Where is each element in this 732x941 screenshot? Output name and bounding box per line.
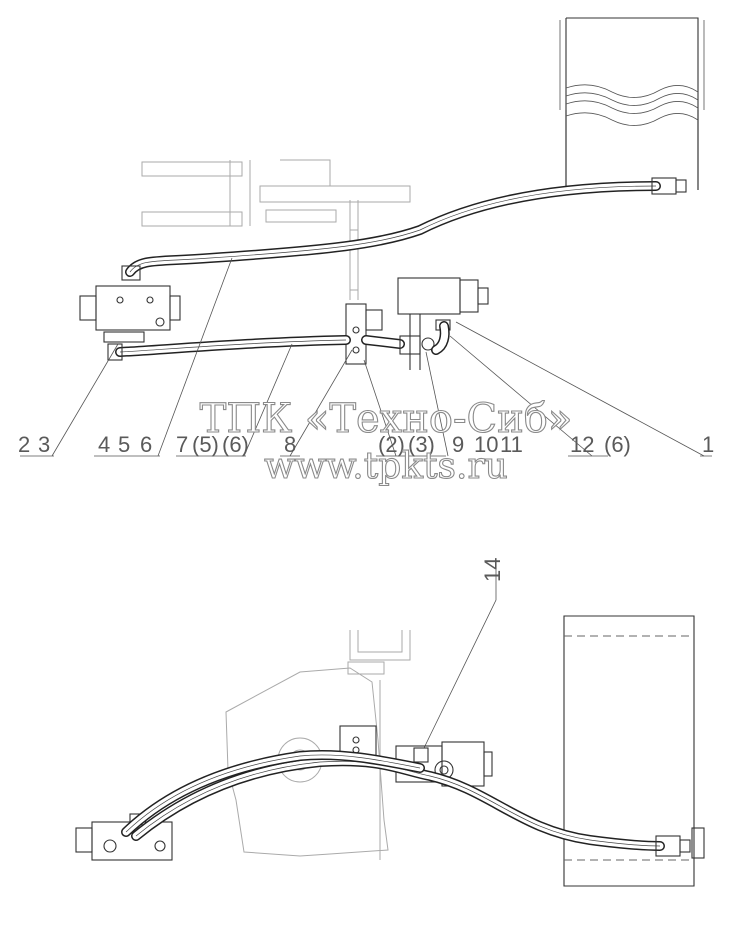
callout-10: 10 [474,432,498,457]
top-valve-block [79,285,181,343]
bottom-ghost-body [225,630,411,860]
callout-7: 7 [176,432,188,457]
callout-8: 8 [284,432,296,457]
top-bracket [345,303,383,365]
callout-9: 9 [452,432,464,457]
callout-14: 14 [480,558,505,582]
callout-6-paren-b: (6) [604,432,631,457]
callout-5-paren: (5) [192,432,219,457]
top-ghost-frame [141,159,411,300]
top-lower-hose [107,321,450,361]
callout-2: 2 [18,432,30,457]
bottom-frame-block [563,615,705,887]
top-view: 2 3 4 5 6 7 (5) (6) 8 (2) (3) 9 10 11 12… [18,17,714,457]
watermark-url: www.tpkts.ru [264,446,508,487]
callout-2-paren: (2) [378,432,405,457]
callout-6-paren: (6) [222,432,249,457]
bottom-callout-14: 14 [423,558,505,749]
callout-5: 5 [118,432,130,457]
watermark: ТПК «Техно-Сиб» www.tpkts.ru [199,395,573,487]
bottom-view: 14 [75,558,705,887]
top-upper-hose [121,177,687,281]
watermark-company: ТПК «Техно-Сиб» [200,396,573,442]
callout-12: 12 [570,432,594,457]
top-leader-lines [20,257,712,457]
top-frame-block [559,17,705,190]
callout-3: 3 [38,432,50,457]
callout-11: 11 [500,432,523,457]
bottom-second-hose [121,749,425,837]
callout-4: 4 [98,432,110,457]
bottom-long-hose [131,756,691,857]
callout-1: 1 [702,432,714,457]
callout-3-paren: (3) [408,432,435,457]
callout-6: 6 [140,432,152,457]
top-callouts: 2 3 4 5 6 7 (5) (6) 8 (2) (3) 9 10 11 12… [18,432,714,457]
